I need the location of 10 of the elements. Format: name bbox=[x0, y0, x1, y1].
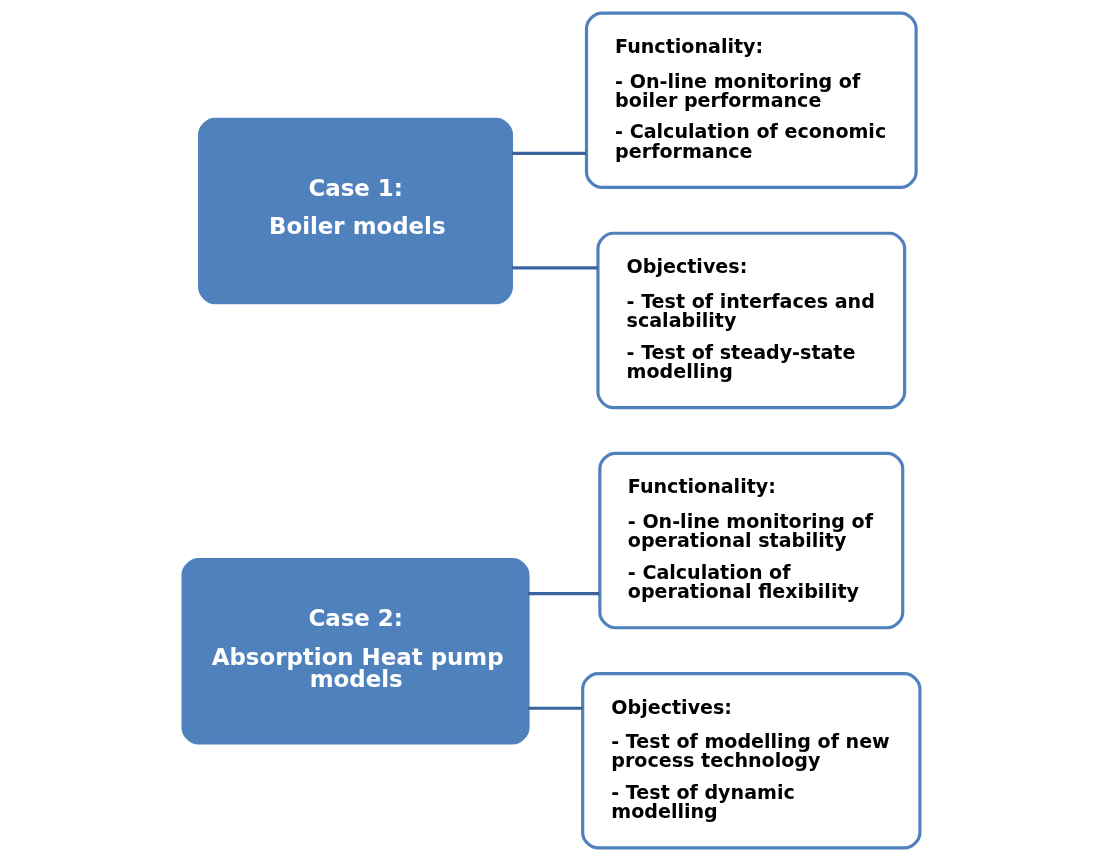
node-box: Objectives: - Test of modelling of new process technology - Test of dynamic modelling bbox=[581, 671, 922, 850]
node-box: Objectives: - Test of interfaces and scalability - Test of steady-state modelling bbox=[596, 231, 907, 410]
connector bbox=[511, 151, 587, 155]
connector bbox=[527, 592, 600, 596]
connector bbox=[527, 706, 583, 710]
node-box: Functionality: - On-line monitoring of operational stability - Calculation of operational flexibility bbox=[598, 451, 905, 630]
node-box: Functionality: - On-line monitoring of boiler performance - Calculation of economic performance bbox=[584, 11, 918, 190]
node-box: Case 1: Boiler models bbox=[198, 117, 513, 305]
node-box: Case 2: Absorption Heat pump models bbox=[181, 558, 530, 745]
connector bbox=[511, 266, 598, 270]
